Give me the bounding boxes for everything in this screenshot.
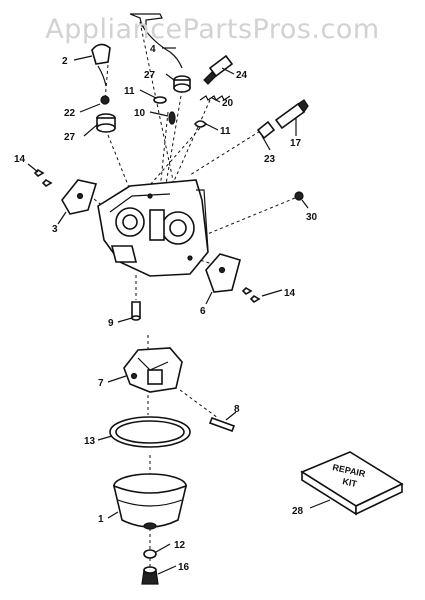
float-bowl-part xyxy=(112,473,188,530)
lever-part xyxy=(91,43,111,105)
callout-14-left: 14 xyxy=(14,154,26,165)
callout-7: 7 xyxy=(98,378,104,389)
float-part xyxy=(123,347,183,393)
callout-11-lower: 11 xyxy=(220,126,231,137)
callout-20: 20 xyxy=(222,98,234,109)
callout-11-upper: 11 xyxy=(124,86,135,97)
callout-13: 13 xyxy=(84,436,96,447)
repair-kit-label-line2: KIT xyxy=(342,476,359,489)
callout-17: 17 xyxy=(290,138,302,149)
callout-24: 24 xyxy=(236,70,248,81)
callout-6: 6 xyxy=(200,306,206,317)
small-parts-upper xyxy=(153,96,208,128)
carburetor-body xyxy=(97,179,209,277)
needle-and-jet-part xyxy=(256,99,309,140)
callout-8: 8 xyxy=(234,404,240,415)
callout-28: 28 xyxy=(292,506,304,517)
callout-22-left: 22 xyxy=(64,108,76,119)
repair-kit-box: REPAIR KIT xyxy=(300,451,404,516)
seal-part-upper xyxy=(173,75,191,93)
callout-23: 23 xyxy=(264,154,276,165)
callout-3: 3 xyxy=(52,224,58,235)
callout-1: 1 xyxy=(98,514,104,525)
washer-part xyxy=(143,549,157,559)
callout-12: 12 xyxy=(174,540,186,551)
callout-2: 2 xyxy=(62,56,68,67)
leader-lines xyxy=(79,21,296,568)
callout-27-upper: 27 xyxy=(144,70,156,81)
callout-9: 9 xyxy=(108,318,114,329)
idle-screw-part xyxy=(203,54,234,85)
throttle-linkage-part xyxy=(129,13,183,69)
callout-10: 10 xyxy=(134,108,146,119)
spring-part xyxy=(199,95,231,101)
bowl-nut-part xyxy=(141,566,159,585)
gasket-ring-part xyxy=(109,416,191,448)
pin-part xyxy=(131,301,141,321)
callout-4: 4 xyxy=(150,44,156,55)
seal-part-lower xyxy=(96,113,116,133)
callout-14-right: 14 xyxy=(284,288,296,299)
plug-part xyxy=(294,191,304,201)
callout-pointers xyxy=(27,47,331,575)
callout-labels: 2 4 27 24 11 20 22 10 11 27 23 17 14 3 3… xyxy=(14,44,318,573)
callout-16: 16 xyxy=(178,562,190,573)
callout-27-lower: 27 xyxy=(64,132,76,143)
diaphragm-left-part xyxy=(33,168,98,215)
callout-30: 30 xyxy=(306,212,318,223)
float-pin-part xyxy=(208,416,236,433)
diaphragm-right-part xyxy=(205,253,261,304)
